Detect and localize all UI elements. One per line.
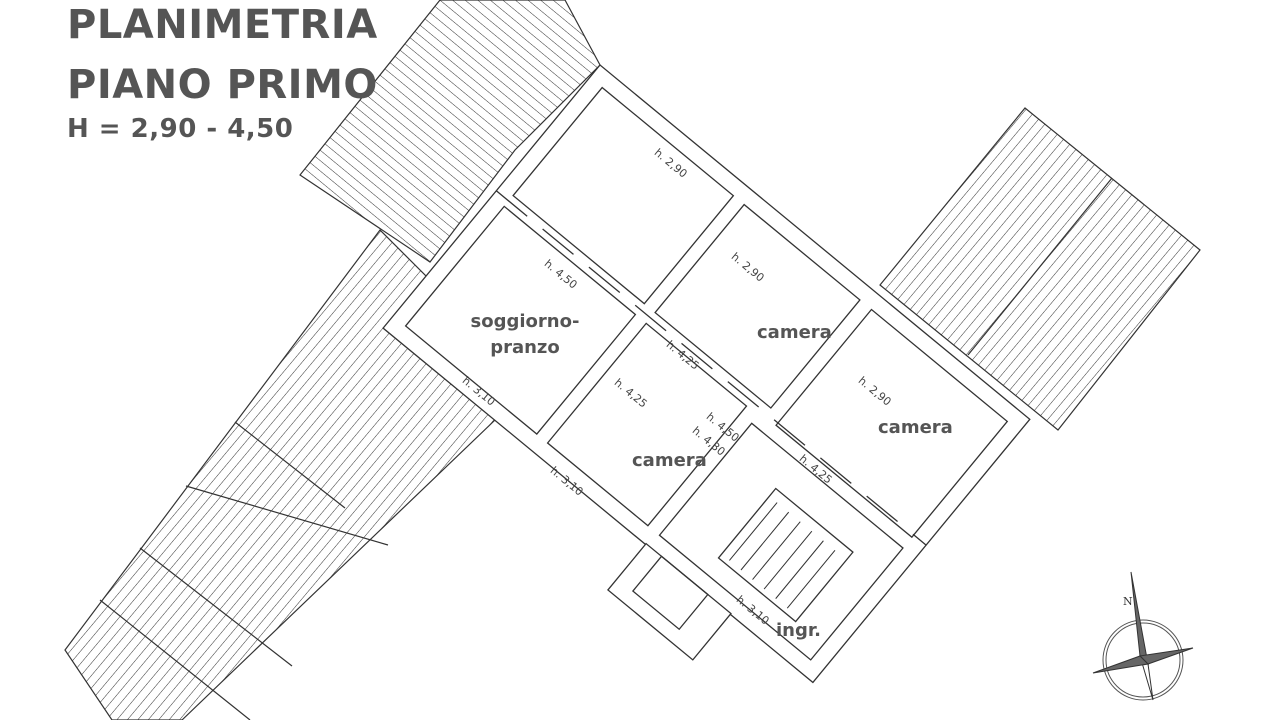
room-ingresso: ingr. — [776, 620, 822, 641]
room-camera-2: camera — [878, 417, 953, 438]
compass-rose — [1092, 571, 1194, 701]
room-soggiorno-pranzo: soggiorno- pranzo — [470, 309, 580, 361]
room-label: pranzo — [490, 337, 560, 358]
title-line-2: PIANO PRIMO — [67, 62, 378, 108]
title-line-1: PLANIMETRIA — [67, 2, 378, 48]
compass-north-label: N — [1123, 595, 1133, 608]
room-label: soggiorno- — [470, 311, 580, 332]
roof-right — [879, 107, 1201, 431]
title-heights: H = 2,90 - 4,50 — [67, 114, 294, 144]
room-camera-3: camera — [632, 450, 707, 471]
building-walls — [382, 64, 1031, 684]
room-camera-1: camera — [757, 322, 832, 343]
